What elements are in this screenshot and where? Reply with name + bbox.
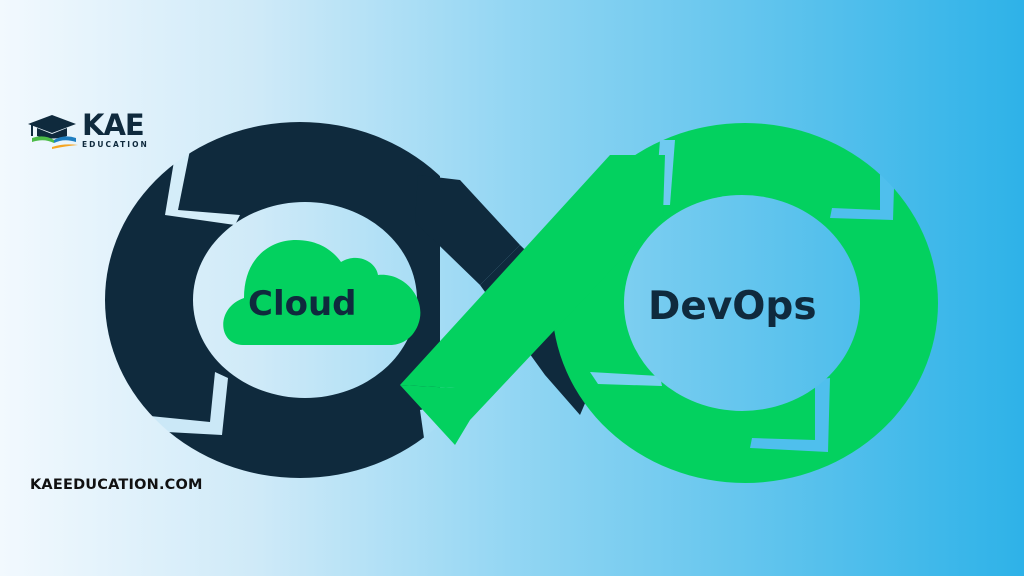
brand-name: KAE [82,108,145,142]
devops-label: DevOps [648,284,817,329]
website-url[interactable]: KAEEDUCATION.COM [30,477,203,493]
graduation-cap-icon [28,115,78,149]
brand-subtitle: EDUCATION [82,140,149,149]
left-ring-connector-top [415,175,520,285]
brand-logo[interactable]: KAE EDUCATION [24,110,149,150]
green-band [400,155,665,445]
cloud-icon [223,240,421,345]
cloud-label: Cloud [248,284,357,324]
